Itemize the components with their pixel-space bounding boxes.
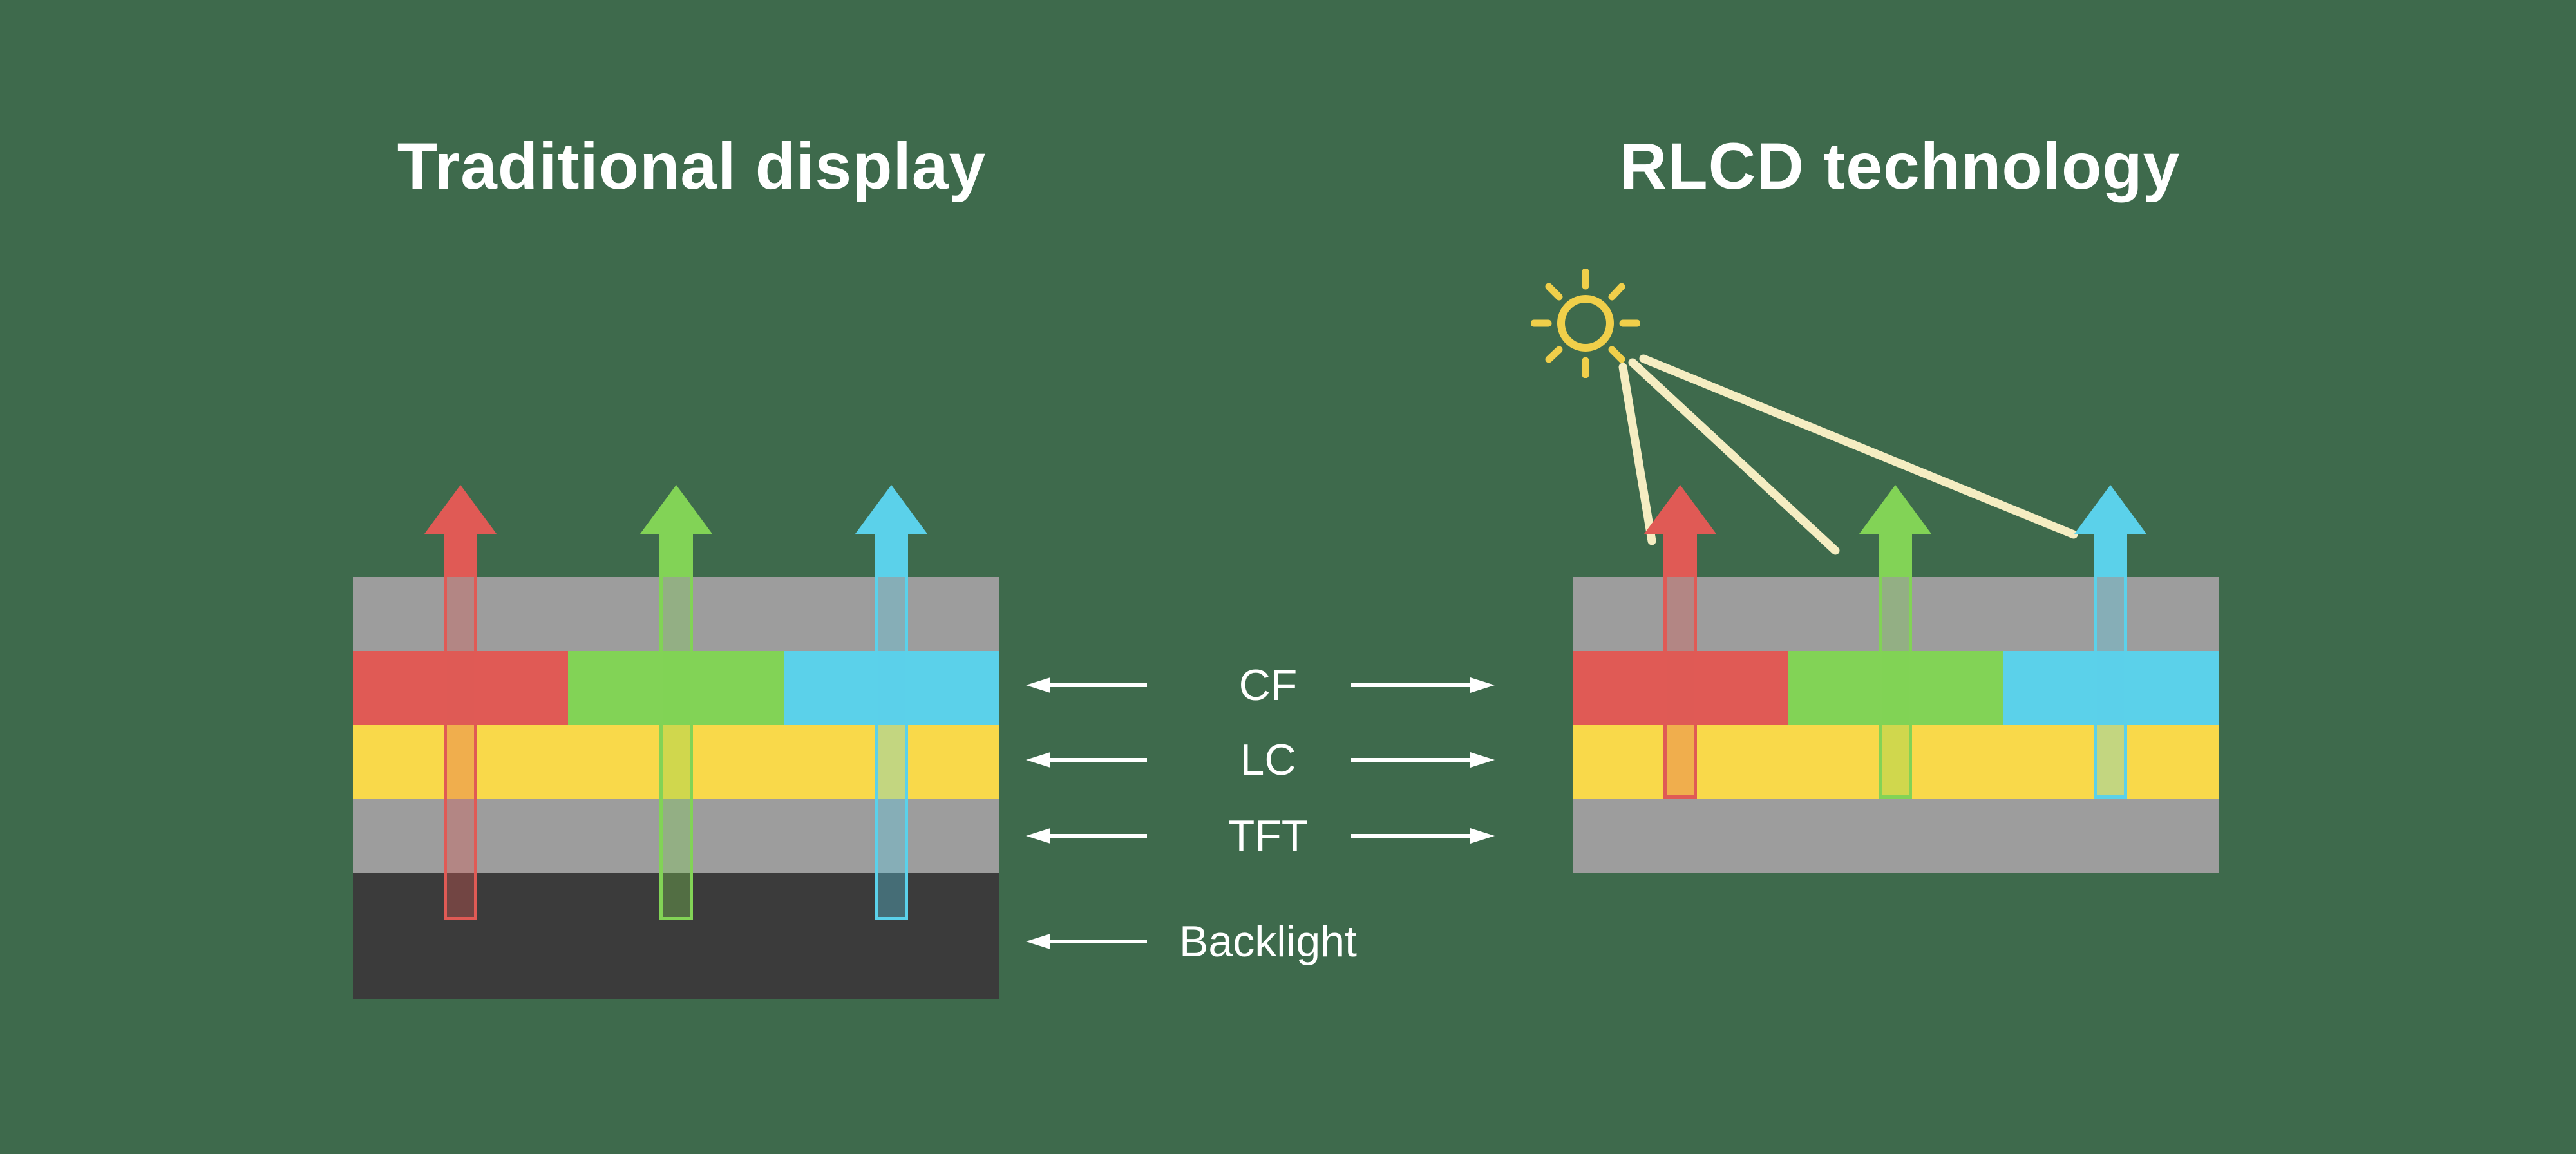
arrow-stem xyxy=(1663,534,1697,577)
arrow-stem xyxy=(444,534,477,577)
cyan-light-arrow xyxy=(2059,485,2162,799)
cf-cyan-segment xyxy=(2003,651,2219,725)
cf-red-segment xyxy=(353,651,569,725)
cf-left-arrow-icon xyxy=(1026,677,1147,693)
traditional-display-stack xyxy=(353,577,999,999)
arrow-stem xyxy=(875,534,908,577)
traditional-tft-layer xyxy=(353,799,999,873)
arrow-stem xyxy=(1879,534,1912,577)
arrow-head xyxy=(640,485,712,534)
cf-right-arrow-icon xyxy=(1351,677,1495,693)
rlcd-glass-layer xyxy=(1573,577,2219,651)
tft-label: TFT xyxy=(1227,811,1309,860)
traditional-color-filter-layer xyxy=(353,651,999,725)
green-light-arrow xyxy=(1844,485,1947,799)
rlcd-color-filter-layer xyxy=(1573,651,2219,725)
traditional-liquid-crystal-layer xyxy=(353,725,999,799)
lc-right-arrow-icon xyxy=(1351,752,1495,768)
arrow-head xyxy=(1859,485,1931,534)
cf-green-segment xyxy=(1788,651,2003,725)
arrow-head xyxy=(855,485,927,534)
backlight-layer xyxy=(353,873,999,999)
traditional-display-title: Traditional display xyxy=(397,129,987,203)
tft-left-arrow-icon xyxy=(1026,828,1147,844)
arrow-stem-through-layers xyxy=(875,577,908,920)
backlight-label: Backlight xyxy=(1179,917,1357,966)
cf-cyan-segment xyxy=(783,651,999,725)
cyan-light-arrow xyxy=(840,485,943,920)
arrow-stem-through-layers xyxy=(1879,577,1912,799)
arrow-stem-through-layers xyxy=(1663,577,1697,799)
rlcd-liquid-crystal-layer xyxy=(1573,725,2219,799)
green-light-arrow xyxy=(625,485,728,920)
arrow-stem-through-layers xyxy=(2094,577,2127,799)
rlcd-technology-title: RLCD technology xyxy=(1619,129,2181,203)
cf-green-segment xyxy=(568,651,784,725)
lc-label: LC xyxy=(1240,735,1296,784)
backlight-left-arrow-icon xyxy=(1026,934,1147,949)
red-light-arrow xyxy=(1629,485,1732,799)
arrow-head xyxy=(1644,485,1716,534)
arrow-stem xyxy=(659,534,693,577)
red-light-arrow xyxy=(409,485,512,920)
rlcd-stack xyxy=(1573,577,2219,873)
arrow-head xyxy=(424,485,497,534)
arrow-stem-through-layers xyxy=(444,577,477,920)
arrow-stem xyxy=(2094,534,2127,577)
cf-label: CF xyxy=(1238,661,1298,710)
lc-left-arrow-icon xyxy=(1026,752,1147,768)
arrow-head xyxy=(2074,485,2146,534)
rlcd-tft-layer xyxy=(1573,799,2219,873)
cf-red-segment xyxy=(1573,651,1788,725)
tft-right-arrow-icon xyxy=(1351,828,1495,844)
traditional-glass-layer xyxy=(353,577,999,651)
sun-icon xyxy=(1531,269,1640,378)
arrow-stem-through-layers xyxy=(659,577,693,920)
